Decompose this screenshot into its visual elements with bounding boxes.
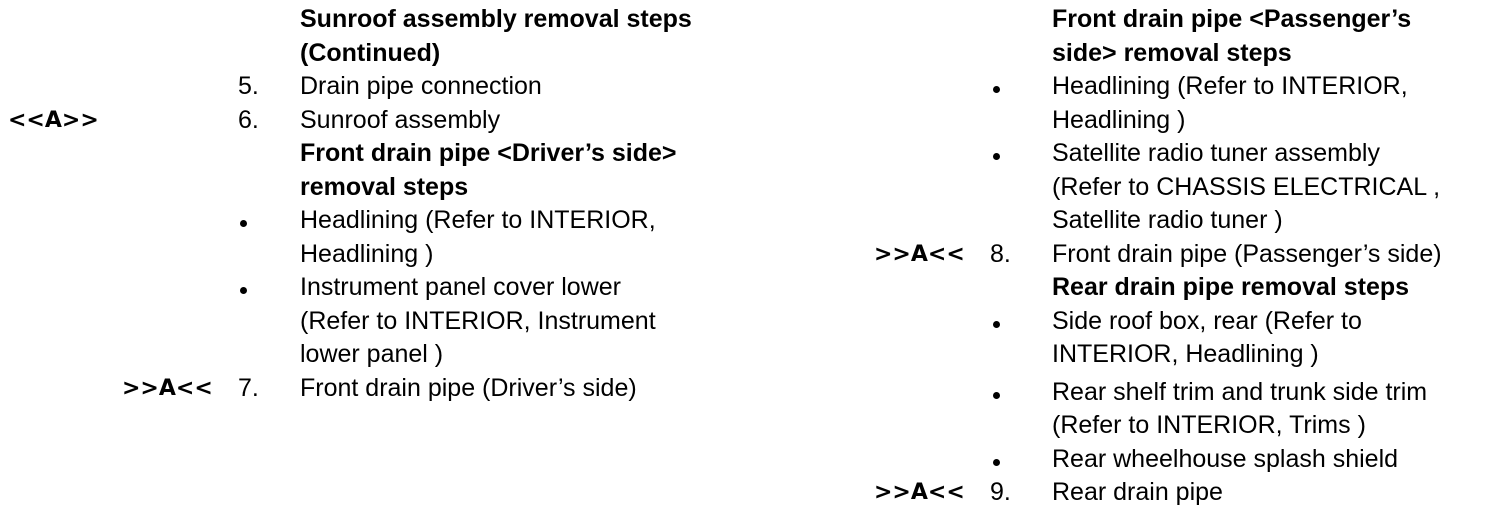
bullet-text: Satellite radio tuner assembly [1052, 139, 1380, 167]
bullet-item-continued: (Refer to INTERIOR, Trims ) [860, 409, 1500, 443]
bullet-dot-icon [240, 287, 247, 294]
step-text: Drain pipe connection [300, 72, 542, 100]
bullet-item-continued: (Refer to INTERIOR, Instrument [0, 305, 760, 339]
bullet-item: Headlining (Refer to INTERIOR, [860, 70, 1500, 104]
section-heading: (Continued) [0, 37, 760, 71]
step-item: >>A<< 8. Front drain pipe (Passenger’s s… [860, 238, 1500, 272]
bullet-text: Headlining (Refer to INTERIOR, [300, 206, 656, 234]
bullet-dot-icon [993, 320, 1000, 328]
reference-marker: >>A<< [874, 480, 965, 505]
right-column: Front drain pipe <Passenger’s side> remo… [860, 3, 1500, 510]
bullet-text: (Refer to CHASSIS ELECTRICAL , [1052, 172, 1441, 201]
bullet-item: Rear wheelhouse splash shield [860, 443, 1500, 477]
step-number: 9. [990, 478, 1011, 506]
heading-line: side> removal steps [1052, 38, 1292, 67]
bullet-item-continued: (Refer to CHASSIS ELECTRICAL , [860, 171, 1500, 205]
bullet-item: Rear shelf trim and trunk side trim [860, 376, 1500, 410]
step-number: 8. [990, 239, 1011, 268]
section-heading: side> removal steps [860, 37, 1500, 71]
step-number: 6. [238, 105, 259, 134]
reference-marker: <<A>> [8, 107, 99, 133]
section-heading: Sunroof assembly removal steps [0, 3, 760, 37]
reference-marker: >>A<< [874, 241, 965, 267]
bullet-text: (Refer to INTERIOR, Instrument [300, 306, 656, 335]
bullet-text: Rear wheelhouse splash shield [1052, 444, 1399, 473]
step-item: >>A<< 7. Front drain pipe (Driver’s side… [0, 372, 760, 406]
step-item: 5. Drain pipe connection [0, 70, 760, 104]
section-heading: Rear drain pipe removal steps [860, 271, 1500, 305]
bullet-item: Instrument panel cover lower [0, 271, 760, 305]
bullet-item-continued: lower panel ) [0, 338, 760, 372]
left-column: Sunroof assembly removal steps (Continue… [0, 3, 760, 405]
heading-line: (Continued) [300, 38, 441, 67]
heading-line: Rear drain pipe removal steps [1052, 273, 1410, 301]
section-heading: removal steps [0, 171, 760, 205]
bullet-text: Instrument panel cover lower [300, 273, 621, 301]
step-text: Rear drain pipe [1052, 478, 1223, 506]
bullet-item-continued: Headlining ) [0, 238, 760, 272]
bullet-dot-icon [993, 458, 1000, 466]
bullet-text: (Refer to INTERIOR, Trims ) [1052, 411, 1366, 439]
bullet-dot-icon [993, 153, 1000, 160]
bullet-text: Side roof box, rear (Refer to [1052, 306, 1362, 335]
heading-line: removal steps [300, 172, 469, 201]
bullet-text: lower panel ) [300, 340, 444, 368]
bullet-dot-icon [993, 86, 1000, 93]
bullet-text: INTERIOR, Headlining ) [1052, 340, 1319, 368]
step-text: Front drain pipe (Passenger’s side) [1052, 239, 1442, 268]
step-number: 5. [238, 72, 259, 100]
heading-line: Front drain pipe <Passenger’s [1052, 5, 1412, 33]
bullet-text: Rear shelf trim and trunk side trim [1052, 377, 1428, 406]
section-heading: Front drain pipe <Driver’s side> [0, 137, 760, 171]
step-item: >>A<< 9. Rear drain pipe [860, 476, 1500, 510]
section-heading: Front drain pipe <Passenger’s [860, 3, 1500, 37]
bullet-item-continued: Satellite radio tuner ) [860, 204, 1500, 238]
step-text: Sunroof assembly [300, 105, 501, 134]
bullet-text: Satellite radio tuner ) [1052, 206, 1283, 234]
bullet-text: Headlining (Refer to INTERIOR, [1052, 72, 1408, 100]
bullet-item: Side roof box, rear (Refer to [860, 305, 1500, 339]
bullet-item: Headlining (Refer to INTERIOR, [0, 204, 760, 238]
bullet-text: Headlining ) [1052, 105, 1186, 134]
bullet-item: Satellite radio tuner assembly [860, 137, 1500, 171]
bullet-text: Headlining ) [300, 239, 434, 268]
heading-line: Front drain pipe <Driver’s side> [300, 139, 677, 167]
bullet-dot-icon [240, 220, 247, 227]
bullet-dot-icon [993, 391, 1000, 399]
reference-marker: >>A<< [122, 375, 213, 401]
step-item: <<A>> 6. Sunroof assembly [0, 104, 760, 138]
heading-line: Sunroof assembly removal steps [300, 5, 692, 33]
bullet-item-continued: INTERIOR, Headlining ) [860, 338, 1500, 372]
step-text: Front drain pipe (Driver’s side) [300, 373, 637, 402]
bullet-item-continued: Headlining ) [860, 104, 1500, 138]
step-number: 7. [238, 373, 259, 402]
